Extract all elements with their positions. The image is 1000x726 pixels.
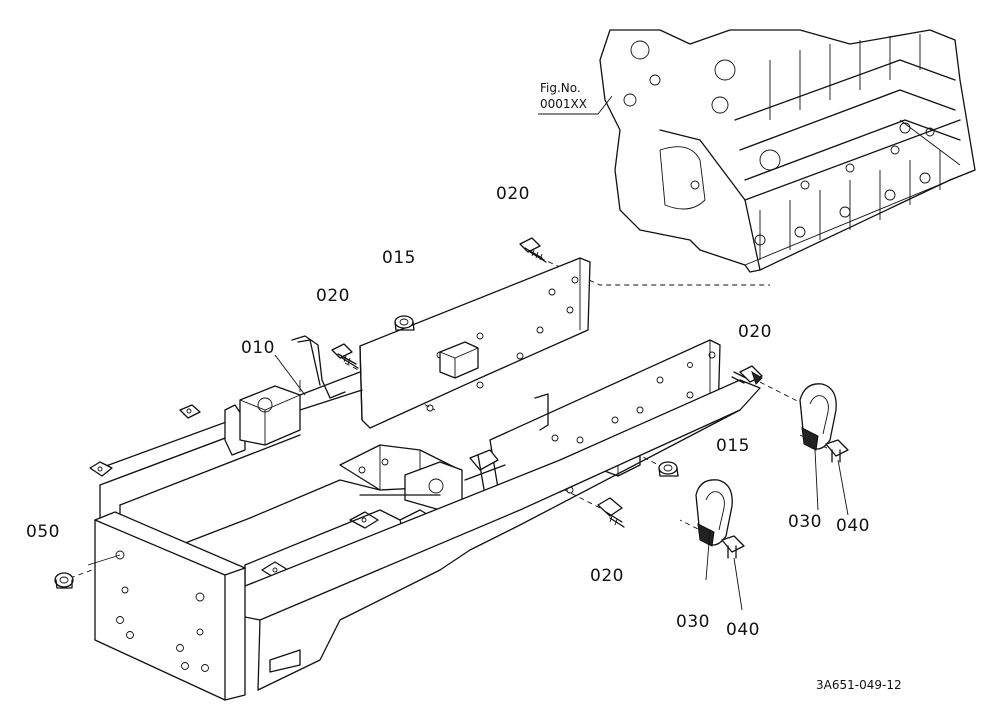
frame-assembly (89, 257, 761, 701)
callout-050: 050 (26, 522, 60, 542)
callout-leaders (87, 354, 849, 611)
bolt-020-top (519, 237, 547, 263)
figure-reference-leader (538, 95, 613, 115)
callout-040-right: 040 (836, 516, 870, 536)
engine-block (599, 29, 976, 273)
clamp-030-bottom (695, 479, 733, 547)
plug-050 (54, 572, 74, 589)
figure-reference-line2: 0001XX (540, 96, 587, 111)
drawing-id: 3A651-049-12 (816, 678, 902, 692)
callout-040-bottom: 040 (726, 620, 760, 640)
figure-reference: Fig.No. 0001XX (540, 81, 587, 112)
bolt-020-bottom (597, 497, 625, 528)
callout-030-right: 030 (788, 512, 822, 532)
callout-020-left: 020 (316, 286, 350, 306)
callout-015-top: 015 (382, 248, 416, 268)
bolt-040-bottom (721, 535, 745, 559)
bushing-015-mid (658, 461, 679, 477)
bolt-020-left (331, 343, 359, 369)
clamp-030-right (799, 383, 837, 451)
bushing-015-top (394, 315, 415, 331)
callout-015-mid: 015 (716, 436, 750, 456)
bolt-040-right (825, 439, 849, 463)
callout-020-top: 020 (496, 184, 530, 204)
bolt-020-right (731, 365, 763, 385)
callout-010: 010 (241, 338, 275, 358)
figure-reference-line1: Fig.No. (540, 81, 581, 95)
callout-030-bottom: 030 (676, 612, 710, 632)
callout-020-bottom: 020 (590, 566, 624, 586)
callout-020-right: 020 (738, 322, 772, 342)
